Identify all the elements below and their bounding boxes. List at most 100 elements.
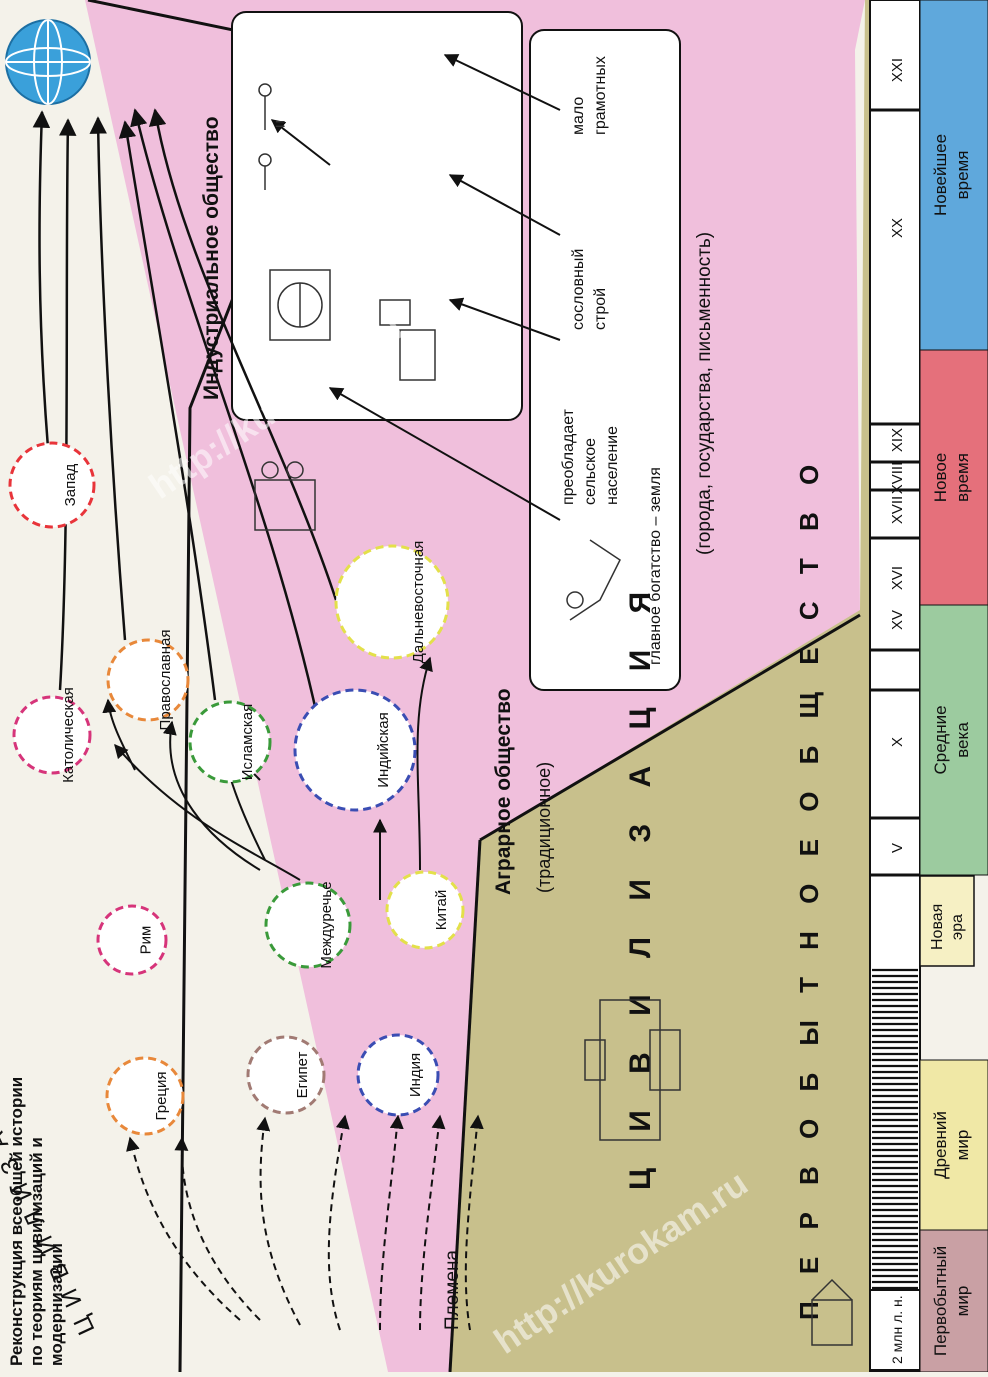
castle-icon: [584, 999, 681, 1141]
primitive-society-label: П Е Р В О Б Ы Т Н О Е О Б Щ Е С Т В О: [794, 455, 824, 1320]
factory-icon: [269, 269, 331, 341]
people-icon: =: [258, 83, 286, 190]
arrow: [114, 743, 301, 881]
agrarian-note: население: [604, 426, 621, 505]
civilization-name: Китай: [433, 890, 450, 931]
period-label: века: [953, 722, 972, 758]
agrarian-note: строй: [592, 288, 609, 330]
arrow: [328, 387, 561, 521]
period-label: Новое: [931, 453, 950, 502]
agrarian-note: сословный: [570, 249, 587, 330]
arrow: [270, 119, 331, 166]
civilization-circle: Дальневосточная: [334, 541, 450, 664]
industrial-pictograms: =: [254, 83, 853, 1346]
industrial-title: Индустриальное общество: [200, 116, 223, 400]
century-label: XV: [889, 610, 906, 630]
civilization-name: Греция: [153, 1071, 170, 1120]
agrarian-note: грамотных: [592, 56, 609, 135]
civilization-name: Дальневосточная: [410, 541, 427, 664]
century-label: XXI: [889, 58, 906, 82]
civilization-circle: Междуречье: [264, 881, 352, 969]
tribes-label: Племена: [442, 1250, 463, 1330]
arrow: [419, 1114, 446, 1331]
civilization-circle: Греция: [105, 1056, 185, 1136]
agrarian-wealth: главное богатство – земля: [647, 467, 664, 665]
period-label: мир: [953, 1130, 972, 1161]
agrarian-note-arrows: [270, 54, 561, 521]
primitive-society-region: [450, 0, 870, 1372]
civilization-label: Ц И В И Л И З А Ц И Я: [624, 578, 657, 1190]
agrarian-note: преобладает: [560, 408, 577, 505]
arrow: [379, 1114, 404, 1331]
civilization-name: Индийская: [375, 712, 392, 787]
civilization-circles: ГрецияРимЕгипетМеждуречьеИндияКитайКатол…: [8, 441, 465, 1136]
timeline-start-label: 2 млн л. н.: [889, 1295, 905, 1364]
tribe-arrows: [126, 1114, 484, 1331]
arrow: [327, 1114, 350, 1331]
civilization-name: Запад: [62, 463, 79, 506]
period-label: время: [953, 453, 972, 502]
century-label: XIX: [889, 428, 906, 452]
arrow: [448, 174, 561, 236]
agrarian-title: Аграрное общество: [492, 688, 515, 895]
train-icon: [254, 461, 316, 531]
timeline-scale-bar: [869, 0, 921, 1373]
equals-sign: =: [275, 114, 286, 134]
globe-icon: [5, 19, 91, 105]
civilization-circle: Запад: [8, 441, 96, 529]
civilization-circle: Китай: [385, 870, 465, 950]
century-label: XVI: [889, 566, 906, 590]
arrow: [162, 720, 261, 871]
village-icon: [811, 1278, 853, 1346]
title-line-3: модернизации: [47, 1243, 66, 1366]
civilization-circle: Католическая: [12, 687, 92, 783]
new-era-label: эра: [949, 914, 966, 940]
arrow: [32, 110, 51, 449]
agrarian-note: мало: [570, 97, 587, 135]
period-label: Новейшее: [931, 134, 950, 216]
arrow: [448, 297, 561, 341]
civilization-name: Индия: [407, 1053, 424, 1097]
period-label: Средние: [931, 705, 950, 774]
new-era-box: [919, 875, 975, 967]
civilization-name: Православная: [157, 630, 174, 731]
arrow: [126, 1136, 241, 1321]
century-label: XVIII: [889, 462, 906, 495]
farmer-icon: [566, 539, 621, 621]
civilization-name: Междуречье: [318, 881, 335, 968]
civilization-name: Рим: [138, 926, 155, 955]
city-icon: [379, 299, 436, 381]
arrow: [443, 54, 561, 111]
title-line-2: по теориям цивилизаций и: [27, 1137, 46, 1366]
agrarian-subtitle: (традиционное): [534, 762, 554, 893]
region-boundary-line: [448, 839, 482, 1373]
arrow: [174, 1136, 261, 1321]
period-label: мир: [953, 1286, 972, 1317]
arrow: [89, 116, 127, 641]
civilization-name: Католическая: [60, 687, 77, 783]
century-label: X: [889, 737, 906, 747]
arrow: [58, 118, 77, 691]
period-label: Древний: [931, 1111, 950, 1179]
civilization-circle: Индийская: [293, 688, 417, 812]
agrarian-note: сельское: [582, 438, 599, 505]
region-boundary-line: [479, 613, 861, 842]
century-label: V: [889, 843, 906, 853]
civilization-circle: Исламская: [188, 700, 272, 784]
civilization-circle: Рим: [96, 904, 168, 976]
agrarian-features: (города, государства, письменность): [694, 232, 715, 555]
civilization-circle: Индия: [356, 1033, 440, 1117]
industrial-box: [231, 11, 523, 421]
century-label: XX: [889, 218, 906, 238]
new-era-label: Новая: [929, 904, 946, 950]
